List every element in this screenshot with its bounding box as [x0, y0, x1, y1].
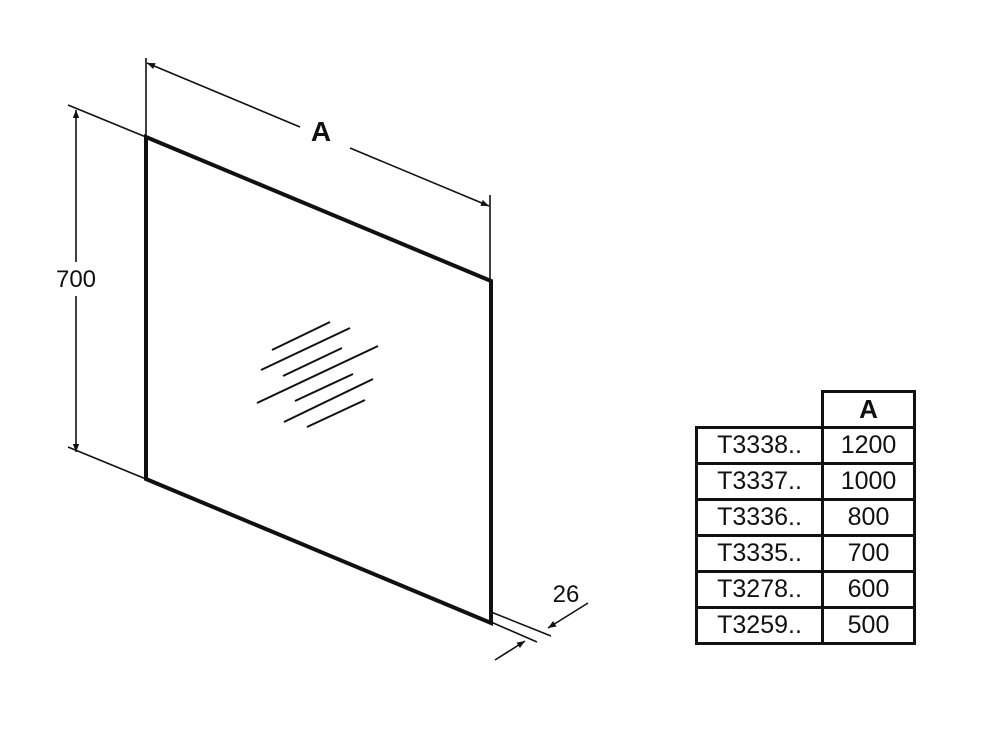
- width-label: A: [311, 116, 331, 147]
- size-table: A T3338..1200 T3337..1000 T3336..800 T33…: [695, 390, 916, 645]
- dimension-a: 1200: [821, 426, 916, 465]
- dimension-a: 500: [821, 606, 916, 645]
- height-label: 700: [56, 266, 96, 293]
- width-dimension: [145, 58, 491, 281]
- product-code: T3336..: [695, 498, 824, 537]
- dimension-a: 700: [821, 534, 916, 573]
- table-row: T3335..700: [695, 534, 916, 573]
- table-header-a: A: [821, 390, 916, 429]
- table-row: T3337..1000: [695, 462, 916, 501]
- product-code: T3278..: [695, 570, 824, 609]
- reflection-hatching: [256, 321, 379, 428]
- depth-label: 26: [553, 581, 580, 608]
- product-code: T3335..: [695, 534, 824, 573]
- depth-dimension: [490, 602, 589, 661]
- table-header-blank: [697, 392, 823, 428]
- table-row: T3336..800: [695, 498, 916, 537]
- table-row: T3338..1200: [695, 426, 916, 465]
- product-code: T3338..: [695, 426, 824, 465]
- mirror-outline: [144, 133, 493, 627]
- product-code: T3337..: [695, 462, 824, 501]
- table-row: T3278..600: [695, 570, 916, 609]
- table-header-row: A: [697, 390, 916, 429]
- table-row: T3259..500: [695, 606, 916, 645]
- product-code: T3259..: [695, 606, 824, 645]
- dimension-a: 1000: [821, 462, 916, 501]
- dimension-a: 600: [821, 570, 916, 609]
- height-dimension: [67, 104, 147, 480]
- dimension-a: 800: [821, 498, 916, 537]
